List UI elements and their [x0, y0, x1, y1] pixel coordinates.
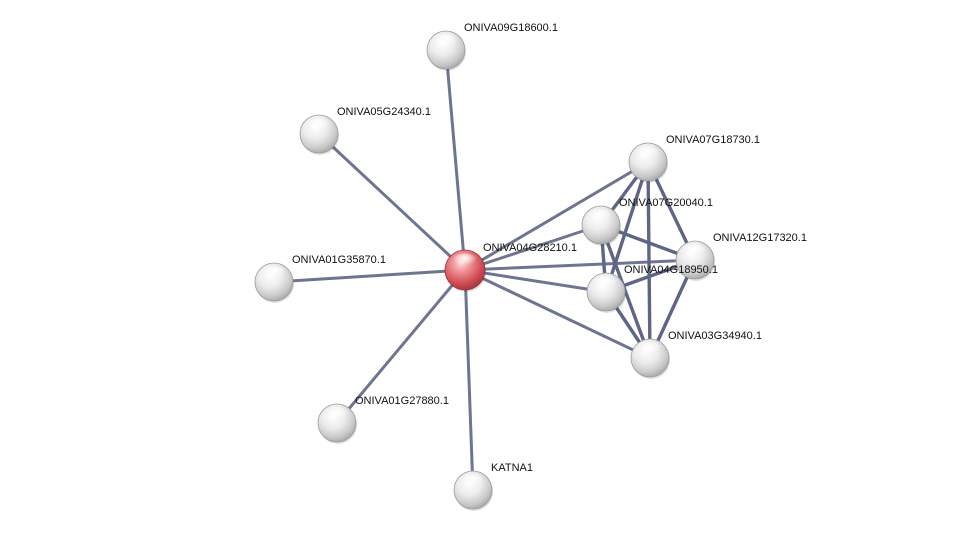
edge-oniva04g28210-1-oniva01g35870-1[interactable] — [272, 268, 467, 284]
node-label: ONIVA04G28210.1 — [483, 242, 577, 254]
node-highlight — [636, 146, 660, 161]
node-label: ONIVA01G35870.1 — [292, 254, 386, 266]
node-highlight — [683, 244, 707, 259]
edge-oniva04g28210-1-oniva07g18730-1[interactable] — [463, 160, 650, 272]
edge-oniva04g28210-1-oniva03g34940-1[interactable] — [463, 268, 652, 360]
edge-oniva07g20040-1-oniva03g34940-1[interactable] — [599, 223, 652, 360]
node-katna1[interactable]: KATNA1 — [453, 462, 533, 511]
node-oniva05g24340-1[interactable]: ONIVA05G24340.1 — [299, 106, 431, 155]
node-label: ONIVA03G34940.1 — [668, 330, 762, 342]
node-highlight — [307, 118, 331, 133]
node-oniva07g18730-1[interactable]: ONIVA07G18730.1 — [628, 134, 760, 183]
node-label: ONIVA04G18950.1 — [624, 264, 718, 276]
node-highlight — [262, 266, 286, 281]
nodes-layer: ONIVA04G28210.1 ONIVA09G18600.1ONIVA05G24… — [254, 22, 807, 511]
node-highlight — [453, 253, 477, 269]
node-oniva01g35870-1[interactable]: ONIVA01G35870.1 — [254, 254, 386, 303]
edge-oniva04g28210-1-oniva01g27880-1[interactable] — [335, 268, 467, 425]
edge-oniva07g18730-1-oniva03g34940-1[interactable] — [646, 160, 652, 360]
node-oniva04g18950-1[interactable]: ONIVA04G18950.1 — [586, 264, 718, 313]
node-label: ONIVA01G27880.1 — [355, 395, 449, 407]
node-label: ONIVA05G24340.1 — [337, 106, 431, 118]
node-highlight — [589, 209, 613, 224]
node-highlight — [638, 342, 662, 357]
edge-oniva04g28210-1-oniva07g20040-1[interactable] — [463, 223, 603, 272]
node-oniva09g18600-1[interactable]: ONIVA09G18600.1 — [426, 22, 558, 71]
edge-oniva04g28210-1-oniva05g24340-1[interactable] — [317, 132, 467, 272]
node-highlight — [325, 407, 349, 422]
node-oniva01g27880-1[interactable]: ONIVA01G27880.1 — [317, 395, 449, 444]
edge-oniva04g28210-1-oniva12g17320-1[interactable] — [463, 258, 697, 272]
node-highlight — [594, 276, 618, 291]
node-highlight — [461, 474, 485, 489]
node-label: ONIVA09G18600.1 — [464, 22, 558, 34]
node-label: ONIVA07G18730.1 — [666, 134, 760, 146]
edge-oniva07g18730-1-oniva04g18950-1[interactable] — [604, 160, 650, 294]
node-highlight — [434, 34, 458, 49]
edge-oniva04g28210-1-oniva04g18950-1[interactable] — [463, 268, 608, 294]
node-oniva07g20040-1[interactable]: ONIVA07G20040.1 — [581, 197, 713, 246]
node-label: KATNA1 — [491, 462, 533, 474]
node-oniva12g17320-1[interactable]: ONIVA12G17320.1 — [675, 232, 807, 281]
node-label: ONIVA12G17320.1 — [713, 232, 807, 244]
node-oniva03g34940-1[interactable]: ONIVA03G34940.1 — [630, 330, 762, 379]
edge-oniva04g28210-1-katna1[interactable] — [463, 268, 475, 492]
edge-oniva04g28210-1-oniva09g18600-1[interactable] — [444, 48, 467, 272]
node-oniva04g28210-1[interactable]: ONIVA04G28210.1 — [444, 242, 577, 292]
node-label: ONIVA07G20040.1 — [619, 197, 713, 209]
